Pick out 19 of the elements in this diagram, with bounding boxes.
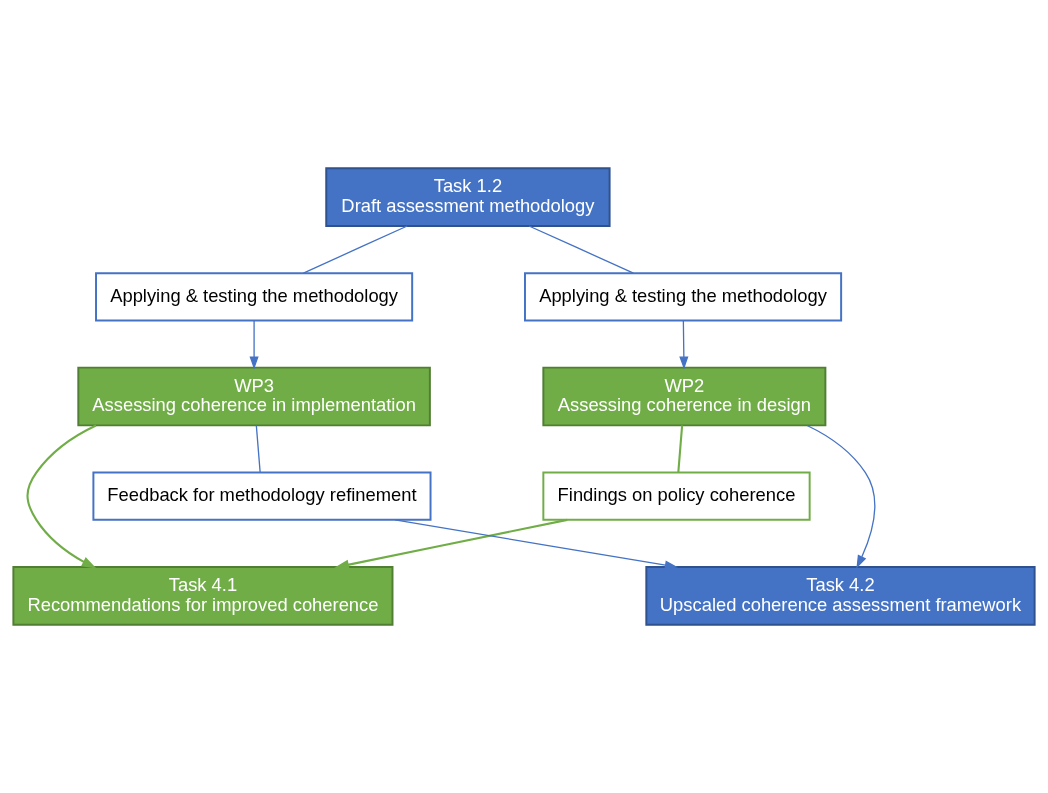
node-box: Task 4.1 Recommendations for improved coherence <box>12 566 394 626</box>
arrow <box>26 424 97 569</box>
arrow <box>249 319 259 370</box>
connector <box>677 425 684 473</box>
arrow <box>334 518 568 570</box>
arrow <box>394 519 678 570</box>
connector <box>302 225 408 274</box>
arrow <box>806 424 876 569</box>
connector <box>528 225 635 274</box>
node-box: Findings on policy coherence <box>542 471 811 521</box>
arrow <box>679 319 689 370</box>
node-box: Feedback for methodology refinement <box>92 471 432 521</box>
node-box: Task 4.2 Upscaled coherence assessment framework <box>645 566 1036 626</box>
node-box: Applying & testing the methodology <box>95 272 414 322</box>
node-box: Task 1.2 Draft assessment methodology <box>325 167 611 227</box>
node-box: WP2 Assessing coherence in design <box>542 366 827 427</box>
connector <box>255 424 261 473</box>
node-box: WP3 Assessing coherence in implementation <box>77 366 431 427</box>
node-box: Applying & testing the methodology <box>524 272 843 322</box>
